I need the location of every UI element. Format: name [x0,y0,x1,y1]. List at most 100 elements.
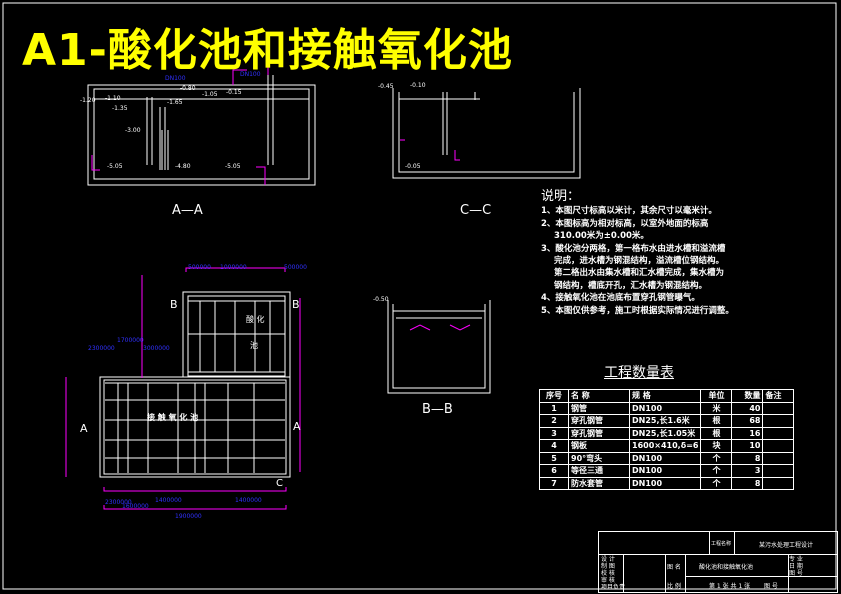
label: 制 图 [601,563,615,570]
dimension-label: 1400000 [155,497,182,504]
cut-marker-b-left: B [170,298,178,311]
table-cell: 6 [539,464,569,478]
table-header-cell: 名 称 [568,389,630,403]
label: 比 例 [667,583,681,590]
note-item: 第二格出水由集水槽和汇水槽完成，集水槽为 [554,268,725,279]
table-cell: 根 [700,426,733,440]
note-item: 4、接触氧化池在池底布置穿孔钢管曝气。 [541,293,700,304]
dimension-label: 500000 [188,264,211,271]
table-cell [762,476,795,490]
dimension-label: 1600000 [122,503,149,510]
table-cell [762,401,795,415]
table-cell [762,426,795,440]
section-label-aa: A—A [172,203,203,218]
table-cell: DN100 [628,464,702,478]
note-item: 完成，进水槽为钢混结构，溢流槽位钢结构。 [554,256,725,267]
table-cell: 防水套管 [568,476,630,490]
dimension-label: 3000000 [143,345,170,352]
table-cell: 1 [539,401,569,415]
note-item: 5、本图仅供参考，施工时根据实际情况进行调整。 [541,305,734,316]
dimension-label: 2300000 [105,499,132,506]
title-block: 工程名称 某污水处理工程设计 酸化池和接触氧化池 设 计 制 图 校 核 审 核… [598,531,838,593]
table-cell: 4 [539,439,569,453]
table-header-cell: 备注 [762,389,795,403]
sheet-count: 第 1 张 共 1 张 [709,583,751,590]
pipe-label: DN100 [165,75,186,82]
table-header-cell: 数量 [731,389,764,403]
project-name: 某污水处理工程设计 [759,542,814,549]
section-label-bb: B—B [422,402,453,417]
elevation-label: -5.05 [107,163,123,170]
dimension-label: 1400000 [235,497,262,504]
table-cell: 3 [539,426,569,440]
table-cell: 8 [731,451,764,465]
note-item: 2、本图标高为相对标高，以室外地面的标高 [541,218,709,229]
notes-block: 说明： 1、本图尺寸标高以米计，其余尺寸以毫米计。 2、本图标高为相对标高，以室… [541,189,734,317]
table-cell: 8 [731,476,764,490]
cut-marker-a-left: A [80,422,88,435]
elevation-label: -0.80 [180,85,196,92]
elevation-label: -1.10 [105,95,121,102]
plan-label-acid-tank-2: 池 [250,341,258,350]
table-cell: DN100 [628,451,702,465]
label: 专 业 [789,556,803,563]
table-cell: 穿孔钢管 [568,426,630,440]
cut-marker-b-right: B [292,298,300,311]
dimension-label: 1000000 [220,264,247,271]
table-cell: 个 [700,476,733,490]
note-item: 3、酸化池分两格，第一格布水由进水槽和溢流槽 [541,243,726,254]
table-cell: 5 [539,451,569,465]
table-header-cell: 单位 [700,389,733,403]
table-cell: 1600×410,δ=6 [628,439,702,453]
elevation-label: -0.05 [405,163,421,170]
label: 项目负责 [601,584,626,591]
elevation-label: -4.80 [175,163,191,170]
table-cell: 块 [700,439,733,453]
title-block-left-labels: 设 计 制 图 校 核 审 核 项目负责 [601,556,625,591]
table-cell: 10 [731,439,764,453]
table-cell: DN25,长1.05米 [628,426,702,440]
section-label-cc: C—C [460,203,492,218]
elevation-label: -1.20 [80,97,96,104]
elevation-label: -1.35 [112,105,128,112]
cut-marker-a-right: A [293,420,301,433]
table-cell [762,464,795,478]
dimension-label: 1700000 [117,337,144,344]
elevation-label: -3.00 [125,127,141,134]
note-item: 1、本图尺寸标高以米计，其余尺寸以毫米计。 [541,206,717,217]
table-header-cell: 规 格 [628,389,702,403]
table-cell: 个 [700,464,733,478]
note-item: 钢结构，槽底开孔，汇水槽为钢混结构。 [554,280,708,291]
pipe-label: DN100 [240,71,261,78]
label: 图 号 [764,583,778,590]
label: 审 核 [601,577,615,584]
table-cell: 68 [731,414,764,428]
table-cell: 钢板 [568,439,630,453]
dimension-lines [65,60,471,510]
notes-heading: 说明： [541,189,581,204]
note-item: 310.00米为±0.00米。 [554,231,649,242]
label: 设 计 [601,556,615,563]
table-cell [762,451,795,465]
table-cell: 个 [700,451,733,465]
table-cell [762,414,795,428]
dimension-label: 2300000 [88,345,115,352]
section-aa-drawing [87,75,316,186]
table-cell: DN100 [628,476,702,490]
label: 图 名 [667,564,681,571]
dimension-label: 500000 [284,264,307,271]
plan-label-oxidation-tank: 接 触 氧 化 池 [147,413,199,422]
table-cell: DN25,长1.6米 [628,414,702,428]
label: 图 号 [789,570,803,577]
table-cell: 米 [700,401,733,415]
label: 校 核 [601,570,615,577]
table-cell: 根 [700,414,733,428]
title-block-right-labels: 专 业 日 期 图 号 [789,556,803,577]
